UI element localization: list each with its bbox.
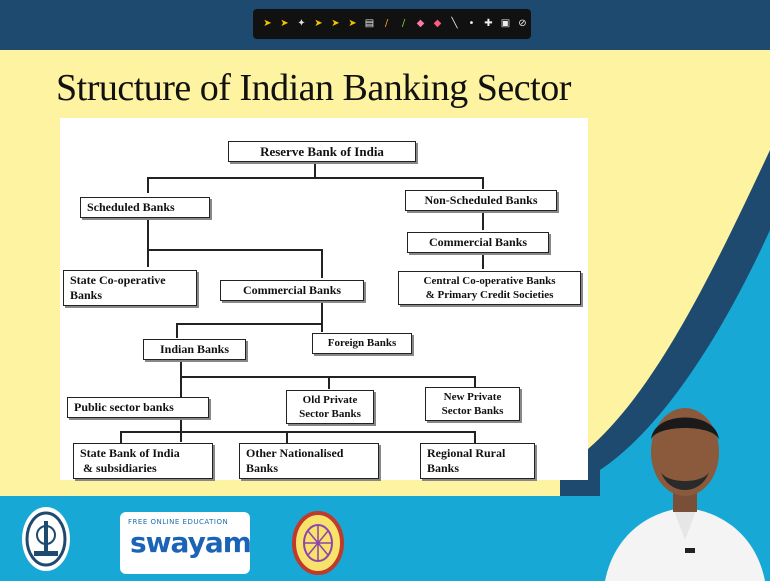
line-icon[interactable]: ╲ — [451, 18, 458, 29]
connector-line — [474, 376, 476, 388]
node-new-private-sector-banks: New Private Sector Banks — [425, 387, 520, 421]
connector-line — [120, 431, 122, 443]
node-public-sector-banks: Public sector banks — [67, 397, 209, 418]
swayam-logo: FREE ONLINE EDUCATION swayam — [120, 512, 252, 574]
spotlight-icon[interactable]: ✚ — [484, 18, 493, 29]
connector-line — [176, 323, 323, 325]
connector-line — [328, 376, 330, 389]
connector-line — [474, 431, 476, 443]
pointer-icon[interactable]: ➤ — [263, 18, 272, 29]
node-line: Central Co-operative Banks — [423, 275, 556, 287]
connector-line — [321, 249, 323, 278]
node-line: & subsidiaries — [80, 461, 157, 475]
pointer-icon[interactable]: ➤ — [314, 18, 323, 29]
node-state-bank-of-india: State Bank of India & subsidiaries — [73, 443, 213, 479]
clear-icon[interactable]: ⊘ — [518, 18, 527, 29]
connector-line — [147, 249, 323, 251]
dot-icon[interactable]: • — [468, 18, 475, 29]
connector-line — [176, 323, 178, 338]
connector-line — [286, 431, 288, 443]
node-line: Old Private — [302, 394, 358, 406]
eraser-icon[interactable]: ◆ — [433, 18, 442, 29]
connector-line — [147, 177, 484, 179]
node-non-scheduled-banks: Non-Scheduled Banks — [405, 190, 557, 211]
node-line: Sector Banks — [441, 405, 504, 417]
node-line: New Private — [443, 391, 502, 403]
node-line: Banks — [70, 288, 103, 302]
node-line: Regional Rural — [427, 446, 506, 460]
org-chart: Reserve Bank of India Scheduled Banks No… — [60, 118, 588, 480]
node-scheduled-banks: Scheduled Banks — [80, 197, 210, 218]
connector-line — [147, 177, 149, 193]
node-foreign-banks: Foreign Banks — [312, 333, 412, 354]
pointer-icon[interactable]: ➤ — [348, 18, 357, 29]
node-ns-commercial-banks: Commercial Banks — [407, 232, 549, 253]
node-commercial-banks: Commercial Banks — [220, 280, 364, 301]
node-line: Sector Banks — [299, 408, 361, 420]
node-line: State Co-operative — [70, 273, 166, 287]
annotation-toolbar: ➤ ➤ ✦ ➤ ➤ ➤ ▤ / / ◆ ◆ ╲ • ✚ ▣ ⊘ — [253, 9, 531, 39]
node-line: State Bank of India — [80, 446, 180, 460]
node-old-private-sector-banks: Old Private Sector Banks — [286, 390, 374, 424]
pointer-icon[interactable]: ➤ — [280, 18, 289, 29]
node-regional-rural-banks: Regional Rural Banks — [420, 443, 535, 479]
hand-icon[interactable]: ▤ — [364, 18, 375, 29]
swayam-tagline: FREE ONLINE EDUCATION — [128, 518, 229, 526]
connector-line — [482, 254, 484, 269]
node-line: Other Nationalised — [246, 446, 344, 460]
nptel-logo — [292, 511, 344, 575]
presenter-video — [605, 408, 765, 581]
pencil-icon[interactable]: / — [384, 18, 389, 29]
connector-line — [314, 164, 316, 178]
shape-icon[interactable]: ▣ — [500, 18, 511, 29]
connector-line — [482, 213, 484, 230]
laser-icon[interactable]: ✦ — [297, 18, 306, 29]
swayam-wordmark: swayam — [130, 526, 252, 559]
node-state-cooperative-banks: State Co-operative Banks — [63, 270, 197, 306]
node-reserve-bank-of-india: Reserve Bank of India — [228, 141, 416, 162]
slide-title: Structure of Indian Banking Sector — [56, 67, 571, 109]
node-other-nationalised-banks: Other Nationalised Banks — [239, 443, 379, 479]
connector-line — [321, 301, 323, 332]
iit-kharagpur-logo — [22, 507, 70, 571]
node-line: Banks — [246, 461, 279, 475]
node-line: & Primary Credit Societies — [425, 289, 554, 301]
pointer-icon[interactable]: ➤ — [331, 18, 340, 29]
connector-line — [180, 361, 182, 397]
node-line: Banks — [427, 461, 460, 475]
highlighter-icon[interactable]: ◆ — [416, 18, 425, 29]
pen-icon[interactable]: / — [401, 18, 406, 29]
node-indian-banks: Indian Banks — [143, 339, 246, 360]
connector-line — [482, 177, 484, 189]
connector-line — [120, 431, 476, 433]
node-central-cooperative-banks: Central Co-operative Banks & Primary Cre… — [398, 271, 581, 305]
connector-line — [147, 219, 149, 267]
